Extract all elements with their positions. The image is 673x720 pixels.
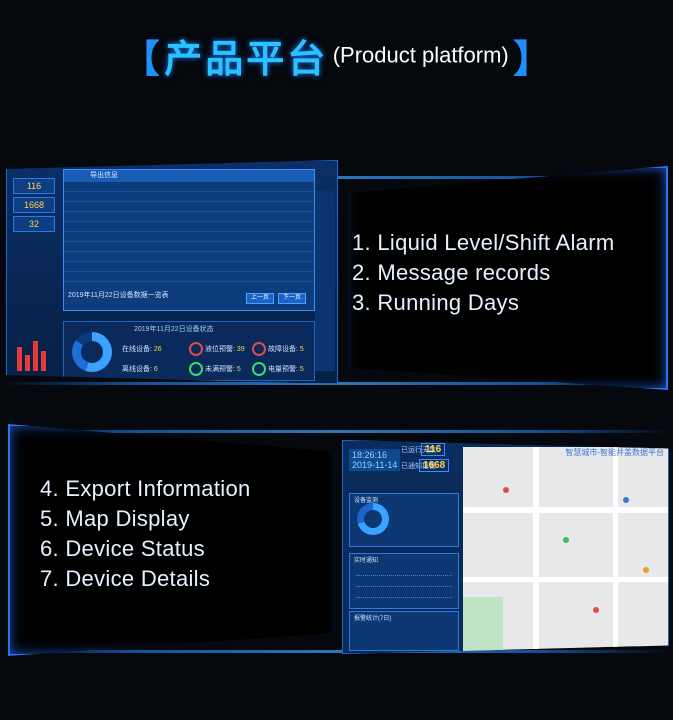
map-view[interactable]: 智慧城市-智能井盖数据平台 (463, 447, 668, 653)
device-pin-icon[interactable] (623, 497, 629, 503)
feature-panel-bottom: 4. Export Information 5. Map Display 6. … (8, 424, 336, 656)
table-row (64, 222, 314, 232)
map-road (463, 507, 668, 513)
run-days-value: 116 (421, 443, 446, 456)
table-row (64, 232, 314, 242)
status-item: 离线设备: 6 (122, 366, 158, 373)
bar-chart-thumbnail (13, 321, 57, 379)
feature-list: 1. Liquid Level/Shift Alarm 2. Message r… (352, 228, 614, 318)
table-row (64, 192, 314, 202)
feature-item: 4. Export Information (40, 476, 251, 501)
map-park (463, 597, 503, 653)
status-title: 2019年11月22日设备状态 (134, 326, 214, 333)
list-item (356, 602, 452, 609)
feature-panel-top: 1. Liquid Level/Shift Alarm 2. Message r… (348, 166, 668, 390)
device-pin-icon[interactable] (563, 537, 569, 543)
map-title: 智慧城市-智能井盖数据平台 (565, 448, 664, 457)
bar (25, 355, 30, 371)
alarm-ring-icon (189, 362, 203, 376)
realtime-alarm-panel: 实时通知 (349, 553, 459, 609)
bar (33, 341, 38, 371)
table-row (64, 212, 314, 222)
run-days-label: 已运行天数: (401, 447, 438, 454)
export-dialog: 导出信息 2019年11月22日设备数据一览表 上一页 下一页 (63, 169, 315, 311)
summary-value: 1668 (13, 197, 55, 213)
map-road (533, 447, 539, 653)
title-english: (Product platform) (332, 42, 509, 68)
message-sidebar (315, 191, 335, 371)
summary-value: 116 (13, 178, 55, 194)
status-item: 在线设备: 26 (122, 346, 162, 353)
panel-title: 设备监测 (354, 498, 379, 504)
panel-title: 实时通知 (354, 558, 379, 564)
glow-band (0, 430, 673, 433)
device-pin-icon[interactable] (643, 567, 649, 573)
device-pin-icon[interactable] (593, 607, 599, 613)
next-page-button[interactable]: 下一页 (278, 293, 306, 304)
device-donut (357, 503, 389, 535)
title-chinese: 产品平台 (164, 39, 329, 81)
alarm-ring-icon (252, 342, 266, 356)
table-row (64, 182, 314, 192)
records-value: 1668 (419, 459, 450, 472)
title-bracket-left: 【 (121, 39, 160, 81)
status-item: 未满预警: 5 (189, 362, 241, 376)
prev-page-button[interactable]: 上一页 (246, 293, 274, 304)
feature-item: 7. Device Details (40, 566, 211, 591)
device-pin-icon[interactable] (503, 487, 509, 493)
feature-item: 2. Message records (352, 260, 551, 285)
summary-values: 116 1668 32 (13, 175, 55, 235)
table-row (64, 262, 314, 272)
export-dialog-title: 导出信息 (64, 170, 314, 182)
panel-title: 报警统计(7日) (354, 616, 392, 622)
status-donut (72, 332, 112, 372)
device-status-panel: 2019年11月22日设备状态 在线设备: 26 液位预警: 39 故障设备: … (63, 321, 315, 381)
device-monitor-panel: 设备监测 (349, 493, 459, 547)
list-item (356, 591, 452, 598)
feature-item: 3. Running Days (352, 290, 520, 315)
status-item: 电量预警: 5 (252, 362, 304, 376)
alarm-ring-icon (189, 342, 203, 356)
feature-item: 1. Liquid Level/Shift Alarm (352, 230, 615, 255)
list-item (356, 580, 452, 587)
table-caption: 2019年11月22日设备数据一览表 (68, 292, 169, 299)
bar (41, 351, 46, 371)
table-row (64, 242, 314, 252)
table-row (64, 272, 314, 282)
feature-item: 6. Device Status (40, 536, 205, 561)
status-item: 液位预警: 39 (189, 342, 245, 356)
summary-value: 32 (13, 216, 55, 232)
map-road (613, 447, 618, 653)
alarm-ring-icon (252, 362, 266, 376)
status-item: 故障设备: 5 (252, 342, 304, 356)
list-item (356, 569, 452, 576)
page-title: 【 产品平台 (Product platform) 】 (0, 28, 673, 83)
feature-item: 5. Map Display (40, 506, 190, 531)
glow-band (0, 650, 673, 653)
alarm-chart-panel: 报警统计(7日) (349, 611, 459, 651)
bar (17, 347, 22, 371)
table-row (64, 202, 314, 212)
title-bracket-right: 】 (513, 39, 552, 81)
platform-screenshot-top: 116 1668 32 导出信息 2019年11月22日设备数据一览表 上一页 … (6, 160, 338, 384)
map-road (463, 577, 668, 582)
feature-list: 4. Export Information 5. Map Display 6. … (40, 474, 251, 594)
table-row (64, 252, 314, 262)
